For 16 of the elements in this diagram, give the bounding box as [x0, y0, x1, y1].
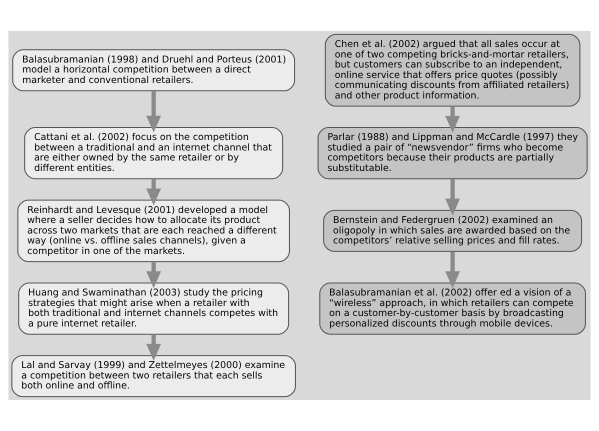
node-box: Chen et al. (2002) argued that all sales occur at one of two competing bricks-and-mortar retailers, but customers can subscribe to an independent, online service that offers price quotes (possibly communicating discounts from affiliated retailers) and other product information.	[324, 34, 580, 107]
node-box: Reinhardt and Levesque (2001) developed a model where a seller decides how to allocate its product across two markets that are each reached a different way (online vs. offline sales channels), given a competitor in one of the markets.	[17, 200, 290, 262]
arrow	[445, 252, 460, 288]
node-box: Bernstein and Federgruen (2002) examined an oligopoly in which sales are awarded based on the competitors’ relative selling prices and fill rates.	[323, 210, 582, 252]
node-box: Cattani et al. (2002) focus on the competition between a traditional and an internet channel that are either owned by the same retailer or by different entities.	[24, 127, 284, 180]
node-box: Parlar (1988) and Lippman and McCardle (1997) they studied a pair of “newsvendor” firms who become competitors because their products are partially substitutable.	[318, 127, 588, 180]
arrow	[146, 178, 162, 206]
node-box: Balasubramanian et al. (2002) offer ed a vision of a “wireless” approach, in which retailers can compete on a customer-by-customer basis by broadcasting personalized discounts through mobile devices.	[319, 282, 586, 335]
node-box: Lal and Sarvay (1999) and Zettelmeyes (2000) examine a competition between two retailers that each sells both online and offline.	[11, 355, 296, 398]
node-box: Huang and Swaminathan (2003) study the pricing strategies that might arise when a retailer with both traditional and internet channels competes with a pure internet retailer.	[18, 282, 290, 335]
arrow	[146, 91, 162, 133]
arrow	[146, 334, 162, 361]
node-box: Balasubramanian (1998) and Druehl and Porteus (2001) model a horizontal competition between a direct marketer and conventional retailers.	[12, 49, 296, 92]
arrow	[445, 106, 460, 133]
arrow	[445, 178, 460, 216]
arrow	[146, 262, 162, 288]
